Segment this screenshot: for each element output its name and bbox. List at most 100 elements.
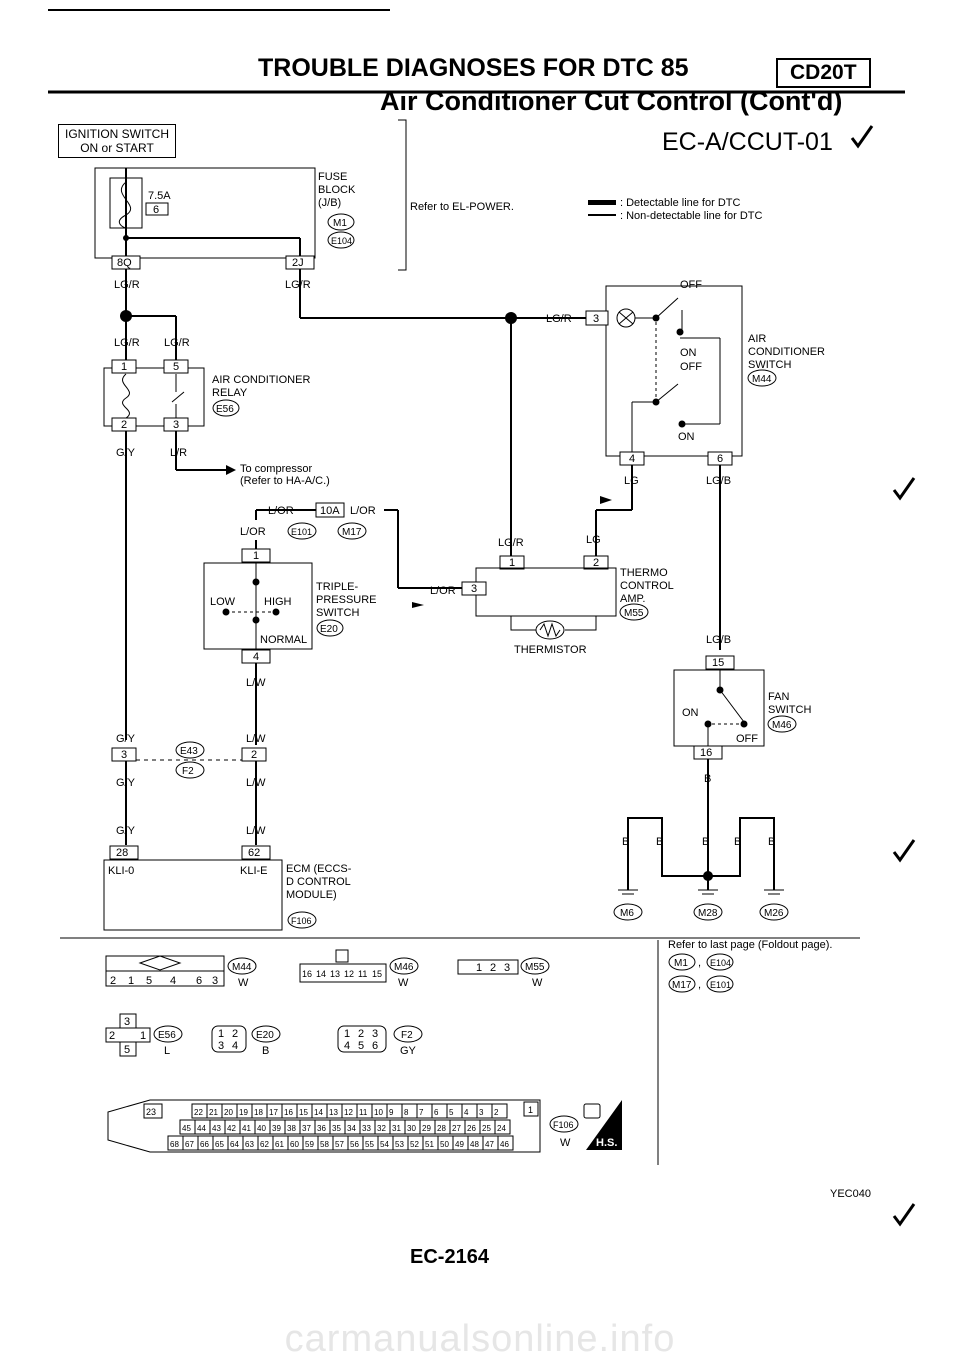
connector-view-m44-name: M44 [232,962,252,973]
terminal-ecm-28-label: 28 [116,847,128,859]
ecm-box [103,859,283,931]
m55-pin: 1 [476,962,482,974]
thermistor-wire-right [565,616,597,631]
refer-m1: M1 [674,958,688,969]
terminal-acsw-3-label: 3 [593,313,599,325]
fuse-number-box [145,202,169,216]
connector-oval-m46 [767,715,797,733]
wire-label-lgb-2: LG/B [706,634,731,646]
f106-pin: 67 [185,1140,194,1149]
f106-pin: 20 [224,1108,233,1117]
connector-view-f2: 1 2 3 4 5 6 [337,1025,387,1053]
wire-label-b-3: B [656,836,663,848]
m46-pin: 13 [330,969,340,979]
terminal-ecm-62-label: 62 [248,847,260,859]
thermo-label-1: THERMO [620,567,668,579]
f2-pin: 6 [372,1040,378,1052]
connector-view-f106-color: W [560,1137,571,1149]
terminal-e43-3 [111,747,137,762]
refer-e104: E104 [710,958,731,968]
wire-label-lgr-right: LG/R [285,279,311,291]
f106-pin: 60 [290,1140,299,1149]
f106-pin: 12 [344,1108,353,1117]
refer-oval-m1 [668,953,696,971]
terminal-relay-5-label: 5 [173,361,179,373]
f106-pin: 13 [329,1108,338,1117]
direction-arrow-icon-2 [412,602,424,608]
refer-power: Refer to EL-POWER. [410,201,514,213]
f106-pin: 45 [182,1124,191,1133]
refer-oval-m17 [668,975,696,993]
terminal-relay-2-label: 2 [121,419,127,431]
engine-code-badge: CD20T [776,58,871,88]
thermo-label-2: CONTROL [620,580,674,592]
wire-label-lw-4: L/W [246,825,266,837]
terminal-thermo-2-label: 2 [593,557,599,569]
f106-pin: 54 [380,1140,389,1149]
terminal-fan-16-label: 16 [700,747,712,759]
f106-pin: 50 [440,1140,449,1149]
f106-pin: 59 [305,1140,314,1149]
ecm-kli0-label: KLI-0 [108,865,134,877]
wire-label-lg-2: LG [586,534,601,546]
connector-oval-m55 [619,603,649,621]
m44-pin: 6 [196,975,202,987]
connector-oval-view-m46 [389,957,419,975]
wire-label-b-5: B [734,836,741,848]
connector-view-m46: 16 14 13 12 11 15 [299,949,387,983]
terminal-e43-2-label: 2 [251,749,257,761]
ground-m6: M6 [620,908,634,919]
f106-pin: 2 [494,1108,499,1117]
refer-comma-1: , [698,957,701,969]
f106-pin: 22 [194,1108,203,1117]
ac-switch-arm-1 [655,297,679,319]
compressor-arrow-icon [226,465,236,475]
m55-pin: 2 [490,962,496,974]
wire-label-lr: L/R [170,447,187,459]
ac-switch-label-3: SWITCH [748,359,791,371]
relay-contact-arm [171,391,185,403]
f106-pin: 25 [482,1124,491,1133]
f106-pin: 41 [242,1124,251,1133]
f106-pin: 30 [407,1124,416,1133]
connector-oval-m26 [759,903,789,921]
connector-f106: F106 [291,916,312,926]
f106-pin: 37 [302,1124,311,1133]
fuse-label-1: FUSE [318,171,347,183]
connector-view-m44-color: W [238,977,249,989]
wire-label-gy-4: G/Y [116,825,136,837]
watermark: carmanualsonline.info [284,1318,676,1360]
terminal-e43-2 [241,747,267,762]
fan-contact-2 [740,720,748,728]
connector-view-e20-name: E20 [256,1030,274,1041]
legend-non-detectable: : Non-detectable line for DTC [620,210,763,222]
connector-oval-m1 [327,213,355,231]
f106-pin: 33 [362,1124,371,1133]
wire-label-b-4: B [702,836,709,848]
power-bracket [398,119,407,271]
ac-on-label-1: ON [680,347,697,359]
connector-oval-e101 [287,522,317,540]
terminal-8q-label: 8Q [117,257,132,269]
f106-pin: 16 [284,1108,293,1117]
fuse-label-3: (J/B) [318,197,341,209]
f106-pin: 38 [287,1124,296,1133]
thermistor-label: THERMISTOR [514,644,587,656]
m46-pin: 14 [316,969,326,979]
connector-view-e56-name: E56 [158,1030,176,1041]
ac-on-label-2: ON [678,431,695,443]
f106-pin: 48 [470,1140,479,1149]
diagram-code: EC-A/CCUT-01 [662,128,833,156]
wire-label-lor-2: L/OR [350,505,376,517]
f106-pin: 53 [395,1140,404,1149]
tps-high-label: HIGH [264,596,292,608]
f106-pin: 6 [434,1108,439,1117]
f106-pin: 11 [359,1108,368,1117]
refer-comma-2: , [698,979,701,991]
legend-detectable-line [588,200,616,205]
connector-oval-view-f106 [549,1115,579,1133]
e56-pin: 3 [124,1016,130,1028]
fan-off-label: OFF [736,733,758,745]
f106-pin: 18 [254,1108,263,1117]
